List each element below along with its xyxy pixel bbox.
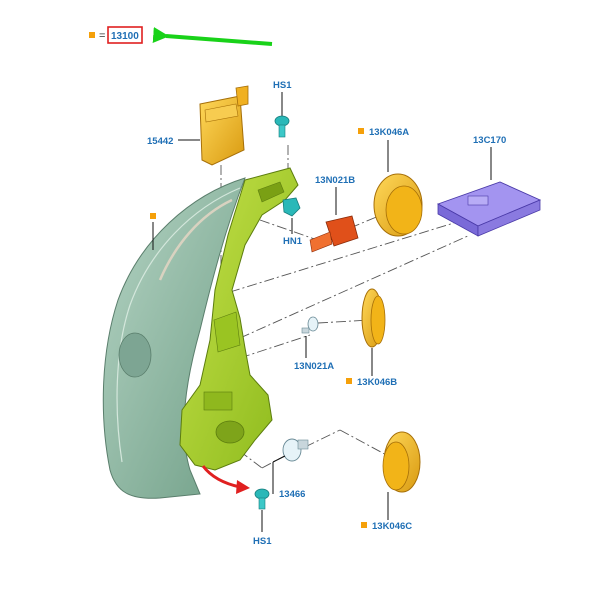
green-arrow-icon: [152, 27, 273, 46]
label-hs1-bottom[interactable]: HS1: [253, 536, 272, 547]
label-13k046c[interactable]: 13K046C: [372, 521, 412, 532]
legend-ref-number[interactable]: 13100: [111, 31, 139, 42]
bulb-13n021a-icon: [301, 316, 319, 334]
label-hn1[interactable]: HN1: [283, 236, 303, 247]
headlamp-lens: [102, 177, 246, 499]
headlamp-housing: [179, 167, 299, 471]
bulb-13n021b-icon: [309, 215, 359, 253]
cap-13k046a-icon: [373, 173, 423, 237]
housing-marker-icon: [150, 213, 156, 219]
red-curved-arrow-icon: [201, 465, 241, 489]
label-13466[interactable]: 13466: [279, 489, 305, 500]
legend-highlight-box: [107, 26, 143, 44]
label-13k046b[interactable]: 13K046B: [357, 377, 397, 388]
marker-13k046c-icon: [361, 522, 367, 528]
screw-hs1-top-icon: [274, 115, 290, 138]
label-13c170[interactable]: 13C170: [473, 135, 506, 146]
part-15442-bracket: [199, 85, 249, 166]
nut-hn1-icon: [282, 197, 301, 217]
bulb-13466-icon: [282, 438, 309, 462]
module-13c170-icon: [436, 181, 542, 237]
legend-equals: =: [99, 30, 105, 42]
red-arrow-head: [236, 480, 250, 494]
legend-marker-icon: [89, 32, 95, 38]
cap-13k046b-icon: [361, 288, 386, 348]
label-13k046a[interactable]: 13K046A: [369, 127, 409, 138]
marker-13k046b-icon: [346, 378, 352, 384]
cap-13k046c-icon: [382, 431, 421, 493]
label-hs1-top[interactable]: HS1: [273, 80, 292, 91]
marker-13k046a-icon: [358, 128, 364, 134]
label-15442[interactable]: 15442: [147, 136, 173, 147]
label-13n021a[interactable]: 13N021A: [294, 361, 334, 372]
label-13n021b[interactable]: 13N021B: [315, 175, 355, 186]
screw-hs1-bottom-icon: [254, 488, 270, 510]
